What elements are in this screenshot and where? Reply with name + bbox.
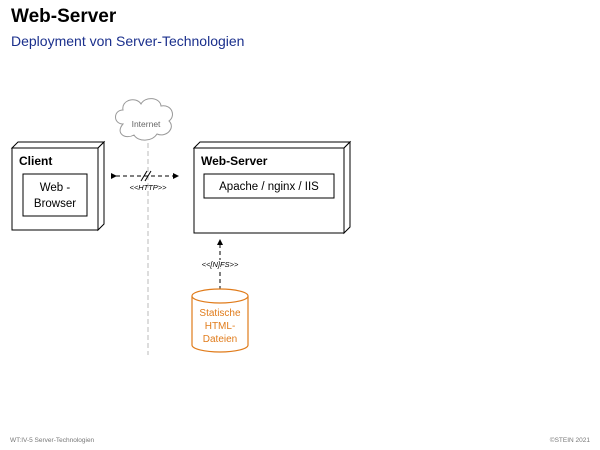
connection-break-mark-2 (144, 170, 152, 182)
http-label: <<HTTP>> (129, 183, 167, 192)
connection-break-mark-1 (140, 170, 148, 182)
http-server-component-label: Apache / nginx / IIS (219, 181, 319, 193)
storage-cylinder-icon (191, 288, 249, 353)
storage-label-line1: Statische (199, 308, 241, 319)
footer-course-reference: WT:IV-5 Server-Technologien (10, 437, 95, 444)
browser-component (22, 173, 88, 217)
storage-label-line2: HTML- (205, 321, 236, 332)
browser-component-line2: Browser (34, 198, 76, 210)
browser-component-line1: Web - (40, 182, 71, 194)
cloud-label: Internet (132, 119, 161, 129)
fs-label: <<[N]FS>> (202, 260, 239, 269)
web-server-node-title: Web-Server (201, 154, 268, 168)
slide-subtitle: Deployment von Server-Technologien (11, 33, 245, 49)
footer-copyright: ©STEIN 2021 (549, 437, 590, 444)
slide-title: Web-Server (11, 6, 117, 27)
http-server-component (203, 173, 335, 199)
storage-label-line3: Dateien (203, 334, 237, 345)
internet-cloud-icon (115, 98, 173, 141)
client-node-title: Client (19, 154, 52, 168)
